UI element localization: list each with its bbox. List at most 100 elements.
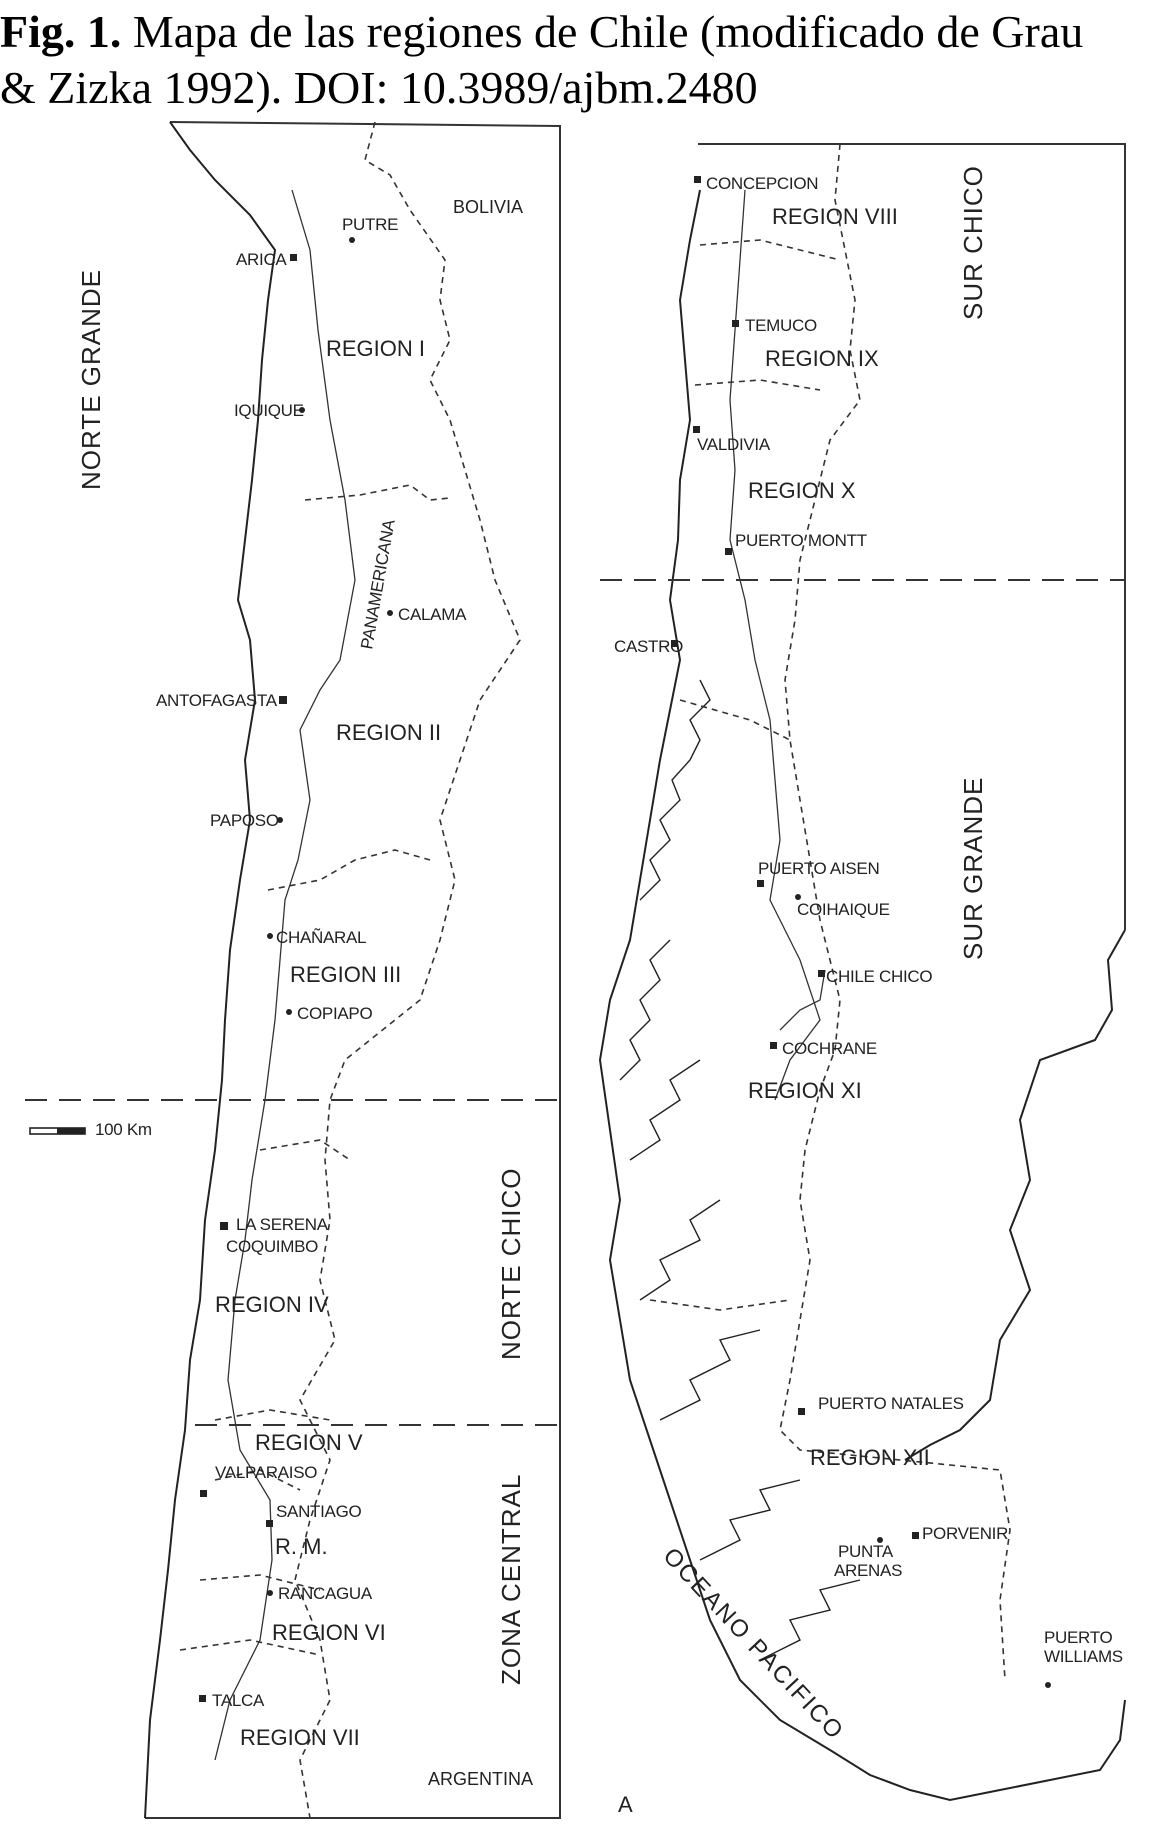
dot-castro	[671, 640, 678, 647]
region-iii: REGION III	[290, 962, 401, 987]
city-antofagasta: ANTOFAGASTA	[156, 691, 278, 710]
right-eastern-border	[779, 143, 1011, 1681]
region-viii: REGION VIII	[772, 204, 898, 229]
city-iquique: IQUIQUE	[234, 401, 304, 420]
region-xi: REGION XI	[748, 1078, 862, 1103]
caption-text-1: Mapa de las regiones de Chile (modificad…	[121, 6, 1084, 57]
region-vii: REGION VII	[240, 1725, 360, 1750]
city-putre: PUTRE	[342, 215, 398, 234]
zone-sur-chico: SUR CHICO	[958, 165, 988, 320]
border-r11-r12	[649, 1299, 791, 1311]
scale-label: 100 Km	[95, 1120, 152, 1139]
city-castro: CASTRO	[614, 637, 683, 656]
city-santiago: SANTIAGO	[276, 1502, 362, 1521]
dot-concepcion	[694, 176, 701, 183]
border-r10-r11	[679, 699, 791, 741]
dot-calama	[387, 610, 393, 616]
dot-coihaique	[795, 894, 801, 900]
chile-regions-map: 100 Km NORTE GRANDE NORTE CHICO ZONA CEN…	[25, 121, 1126, 1819]
city-puerto-natales: PUERTO NATALES	[818, 1394, 964, 1413]
city-cochrane: COCHRANE	[782, 1039, 877, 1058]
dot-valdivia	[693, 426, 700, 433]
scale-bar-fill	[57, 1128, 85, 1134]
region-v: REGION V	[255, 1430, 363, 1455]
right-coastline	[598, 189, 1126, 1802]
border-rm-r6	[199, 1574, 321, 1591]
dot-chile-chico	[818, 970, 825, 977]
dot-puerto-natales	[798, 1408, 805, 1415]
border-r8-r9	[699, 239, 841, 261]
dot-iquique	[299, 407, 305, 413]
city-porvenir: PORVENIR	[922, 1524, 1008, 1543]
region-i: REGION I	[326, 336, 425, 361]
border-r9-r10	[694, 379, 821, 391]
left-panel: 100 Km NORTE GRANDE NORTE CHICO ZONA CEN…	[25, 121, 561, 1819]
dot-antofagasta	[279, 696, 287, 704]
dot-puerto-montt	[725, 548, 732, 555]
region-xii: REGION XII	[810, 1445, 930, 1470]
dot-la-serena	[220, 1222, 228, 1230]
dot-punta-arenas	[877, 1537, 883, 1543]
dot-arica	[290, 254, 297, 261]
dot-talca	[199, 1695, 206, 1702]
city-arica: ARICA	[236, 250, 287, 269]
dot-puerto-aisen	[757, 880, 764, 887]
border-r4-r5	[214, 1409, 331, 1421]
dot-porvenir	[912, 1532, 919, 1539]
left-eastern-border	[294, 121, 521, 1819]
zone-sur-grande: SUR GRANDE	[958, 777, 988, 960]
city-valdivia: VALDIVIA	[697, 435, 771, 454]
city-talca: TALCA	[212, 1691, 265, 1710]
figure-label: Fig. 1.	[0, 6, 122, 57]
dot-temuco	[732, 320, 739, 327]
border-r5-rm	[214, 1469, 301, 1491]
zone-zona-central: ZONA CENTRAL	[496, 1474, 526, 1685]
zone-norte-chico: NORTE CHICO	[496, 1167, 526, 1360]
figure-caption: Fig. 1. Mapa de las regiones de Chile (m…	[0, 4, 1166, 116]
city-puerto-montt: PUERTO MONTT	[735, 531, 867, 550]
zone-norte-grande: NORTE GRANDE	[76, 269, 106, 490]
dot-chanaral	[267, 933, 273, 939]
city-punta-arenas-1: PUNTA	[838, 1542, 894, 1561]
border-r6-r7	[179, 1639, 321, 1656]
city-punta-arenas-2: ARENAS	[834, 1561, 902, 1580]
right-panel: SUR CHICO SUR GRANDE OCEANO PACIFICO A R…	[598, 143, 1126, 1817]
city-concepcion: CONCEPCION	[706, 174, 818, 193]
ocean-pacifico: OCEANO PACIFICO	[658, 1543, 850, 1746]
dot-santiago	[266, 1520, 273, 1527]
city-coquimbo: COQUIMBO	[226, 1237, 318, 1256]
dot-copiapo	[286, 1009, 292, 1015]
border-r2-r3	[267, 849, 431, 891]
region-ii: REGION II	[336, 720, 441, 745]
city-puerto-williams-1: PUERTO	[1044, 1628, 1113, 1647]
city-paposo: PAPOSO	[210, 811, 279, 830]
dot-putre	[349, 237, 355, 243]
region-vi: REGION VI	[272, 1620, 386, 1645]
city-calama: CALAMA	[398, 605, 467, 624]
dot-puerto-williams	[1045, 1682, 1051, 1688]
caption-line-2: & Zizka 1992). DOI: 10.3989/ajbm.2480	[0, 62, 758, 113]
left-coastline	[144, 121, 277, 1819]
city-rancagua: RANCAGUA	[278, 1584, 373, 1603]
region-x: REGION X	[748, 478, 856, 503]
city-coihaique: COIHAIQUE	[797, 900, 890, 919]
caption-line-1: Fig. 1. Mapa de las regiones de Chile (m…	[0, 4, 1166, 60]
region-rm: R. M.	[275, 1534, 328, 1559]
argentina-atlantic-coast	[904, 929, 1126, 1461]
region-iv: REGION IV	[215, 1292, 329, 1317]
label-panamericana: PANAMERICANA	[357, 517, 399, 650]
city-temuco: TEMUCO	[745, 316, 817, 335]
city-valparaiso: VALPARAISO	[215, 1463, 317, 1482]
fjords-and-islands	[619, 679, 861, 1661]
dot-rancagua	[267, 1590, 273, 1596]
panel-letter-a: A	[618, 1792, 633, 1817]
country-bolivia: BOLIVIA	[453, 197, 523, 217]
border-r3-r4	[259, 1139, 351, 1161]
city-chile-chico: CHILE CHICO	[826, 967, 932, 986]
dot-paposo	[277, 817, 283, 823]
city-chanaral: CHAÑARAL	[276, 928, 366, 947]
country-argentina: ARGENTINA	[428, 1769, 533, 1789]
city-copiapo: COPIAPO	[297, 1004, 372, 1023]
city-puerto-aisen: PUERTO AISEN	[758, 859, 879, 878]
right-panel-frame	[698, 143, 1126, 930]
